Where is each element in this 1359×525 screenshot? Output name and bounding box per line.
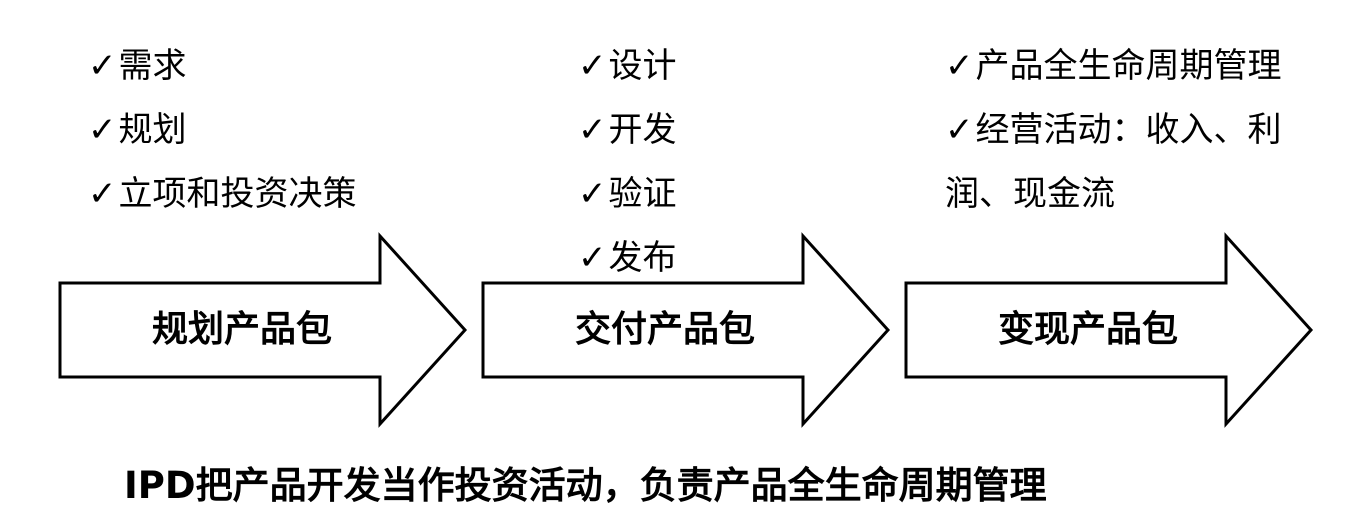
arrow-delivery	[481, 232, 891, 428]
checklist-item: ✓规划	[88, 110, 187, 150]
checklist-item: ✓立项和投资决策	[88, 174, 357, 214]
monetization-checklist: ✓产品全生命周期管理 ✓经营活动：收入、利润、现金流	[945, 34, 1305, 226]
check-icon: ✓	[88, 174, 117, 214]
checklist-item: ✓产品全生命周期管理	[945, 46, 1282, 86]
check-icon: ✓	[578, 46, 607, 86]
check-icon: ✓	[88, 46, 117, 86]
delivery-checklist: ✓设计 ✓开发 ✓验证 ✓发布	[578, 34, 677, 290]
stage-label-delivery: 交付产品包	[574, 309, 755, 350]
checklist-item: ✓经营活动：收入、利润、现金流	[945, 110, 1282, 214]
stage-label-monetization: 变现产品包	[997, 309, 1178, 350]
check-icon: ✓	[578, 174, 607, 214]
checklist-item: ✓发布	[578, 238, 677, 278]
arrow-monetization	[904, 232, 1314, 428]
arrow-planning	[58, 232, 468, 428]
checklist-item: ✓验证	[578, 174, 677, 214]
check-icon: ✓	[88, 110, 117, 150]
checklist-item: ✓开发	[578, 110, 677, 150]
check-icon: ✓	[578, 238, 607, 278]
checklist-item: ✓需求	[88, 46, 187, 86]
checklist-item: ✓设计	[578, 46, 677, 86]
planning-checklist: ✓需求 ✓规划 ✓立项和投资决策	[88, 34, 357, 226]
check-icon: ✓	[578, 110, 607, 150]
stage-label-planning: 规划产品包	[151, 309, 332, 350]
check-icon: ✓	[945, 110, 974, 150]
check-icon: ✓	[945, 46, 974, 86]
summary-statement: IPD把产品开发当作投资活动，负责产品全生命周期管理	[124, 464, 1047, 507]
